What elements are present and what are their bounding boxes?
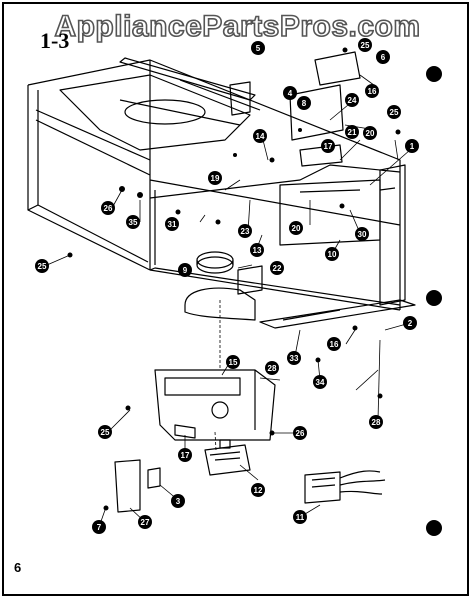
svg-text:34: 34 bbox=[316, 378, 325, 387]
svg-text:30: 30 bbox=[358, 230, 367, 239]
callout-26-upper: 26 bbox=[101, 201, 115, 215]
callout-5: 5 bbox=[251, 41, 265, 55]
svg-text:21: 21 bbox=[348, 128, 357, 137]
callout-27: 27 bbox=[138, 515, 152, 529]
callout-28-bracket: 28 bbox=[265, 361, 279, 375]
callout-20-right: 20 bbox=[363, 126, 377, 140]
callout-26-lower: 26 bbox=[293, 426, 307, 440]
page-number: 6 bbox=[14, 560, 22, 575]
svg-text:5: 5 bbox=[256, 44, 261, 53]
stirrer-cover bbox=[59, 74, 261, 151]
callout-8: 8 bbox=[297, 96, 311, 110]
svg-text:16: 16 bbox=[330, 340, 339, 349]
callout-11: 11 bbox=[293, 510, 307, 524]
punch-hole-top bbox=[426, 66, 442, 82]
svg-text:31: 31 bbox=[168, 220, 177, 229]
svg-text:20: 20 bbox=[366, 129, 375, 138]
svg-text:26: 26 bbox=[104, 204, 113, 213]
svg-text:13: 13 bbox=[253, 246, 262, 255]
svg-text:28: 28 bbox=[268, 364, 277, 373]
svg-text:25: 25 bbox=[38, 262, 47, 271]
svg-text:10: 10 bbox=[328, 250, 337, 259]
callout-28-screw: 28 bbox=[369, 415, 383, 429]
watermark: AppliancePartsPros.com bbox=[54, 9, 421, 44]
callout-4: 4 bbox=[283, 86, 297, 100]
svg-text:19: 19 bbox=[211, 174, 220, 183]
svg-text:9: 9 bbox=[183, 266, 188, 275]
callout-12: 12 bbox=[251, 483, 265, 497]
svg-text:25: 25 bbox=[101, 428, 110, 437]
callout-33: 33 bbox=[287, 351, 301, 365]
svg-text:35: 35 bbox=[129, 218, 138, 227]
svg-text:2: 2 bbox=[408, 319, 413, 328]
svg-text:4: 4 bbox=[288, 89, 293, 98]
callout-13: 13 bbox=[250, 243, 264, 257]
svg-text:33: 33 bbox=[290, 354, 299, 363]
svg-text:26: 26 bbox=[296, 429, 305, 438]
top-rail bbox=[119, 57, 256, 116]
callout-7: 7 bbox=[92, 520, 106, 534]
callout-25-lower-left: 25 bbox=[98, 425, 112, 439]
drive-motor bbox=[204, 439, 251, 476]
callout-17-top: 17 bbox=[321, 139, 335, 153]
callout-1: 1 bbox=[405, 139, 419, 153]
callout-10: 10 bbox=[325, 247, 339, 261]
svg-text:25: 25 bbox=[361, 41, 370, 50]
svg-text:14: 14 bbox=[256, 132, 265, 141]
callout-23: 23 bbox=[238, 224, 252, 238]
callout-25-left: 25 bbox=[35, 259, 49, 273]
svg-text:16: 16 bbox=[368, 87, 377, 96]
fan-motor-assembly bbox=[184, 251, 263, 321]
main-housing bbox=[27, 59, 416, 329]
svg-text:22: 22 bbox=[273, 264, 282, 273]
figure-code: 1-3 bbox=[40, 28, 70, 53]
callout-34: 34 bbox=[313, 375, 327, 389]
motor-bracket bbox=[154, 369, 276, 441]
side-panel bbox=[379, 164, 406, 306]
switch-mount bbox=[114, 459, 161, 513]
fasteners bbox=[67, 47, 401, 511]
punch-hole-middle bbox=[426, 290, 442, 306]
callout-24: 24 bbox=[345, 93, 359, 107]
svg-text:17: 17 bbox=[181, 451, 190, 460]
svg-text:20: 20 bbox=[292, 224, 301, 233]
callout-6: 6 bbox=[376, 50, 390, 64]
punch-hole-bottom bbox=[426, 520, 442, 536]
callout-31: 31 bbox=[165, 217, 179, 231]
callout-25-top-right: 25 bbox=[358, 38, 372, 52]
callout-2: 2 bbox=[403, 316, 417, 330]
svg-text:11: 11 bbox=[296, 513, 305, 522]
callout-20-left: 20 bbox=[289, 221, 303, 235]
svg-text:7: 7 bbox=[97, 523, 102, 532]
callout-35: 35 bbox=[126, 215, 140, 229]
svg-text:6: 6 bbox=[381, 53, 386, 62]
callout-17-bottom: 17 bbox=[178, 448, 192, 462]
svg-text:23: 23 bbox=[241, 227, 250, 236]
callout-9: 9 bbox=[178, 263, 192, 277]
callout-3: 3 bbox=[171, 494, 185, 508]
callout-19: 19 bbox=[208, 171, 222, 185]
callout-21: 21 bbox=[345, 125, 359, 139]
callout-22: 22 bbox=[270, 261, 284, 275]
svg-text:28: 28 bbox=[372, 418, 381, 427]
svg-text:12: 12 bbox=[254, 486, 263, 495]
callout-16-top: 16 bbox=[365, 84, 379, 98]
callout-15: 15 bbox=[226, 355, 240, 369]
callout-25-right: 25 bbox=[387, 105, 401, 119]
callout-14: 14 bbox=[253, 129, 267, 143]
svg-text:25: 25 bbox=[390, 108, 399, 117]
svg-text:27: 27 bbox=[141, 518, 150, 527]
svg-text:24: 24 bbox=[348, 96, 357, 105]
callout-16-bottom: 16 bbox=[327, 337, 341, 351]
svg-text:15: 15 bbox=[229, 358, 238, 367]
svg-text:3: 3 bbox=[176, 497, 181, 506]
svg-text:8: 8 bbox=[302, 99, 307, 108]
page-border bbox=[2, 2, 469, 596]
svg-text:17: 17 bbox=[324, 142, 333, 151]
wire-harness bbox=[304, 470, 386, 504]
svg-text:1: 1 bbox=[410, 142, 415, 151]
callout-30: 30 bbox=[355, 227, 369, 241]
